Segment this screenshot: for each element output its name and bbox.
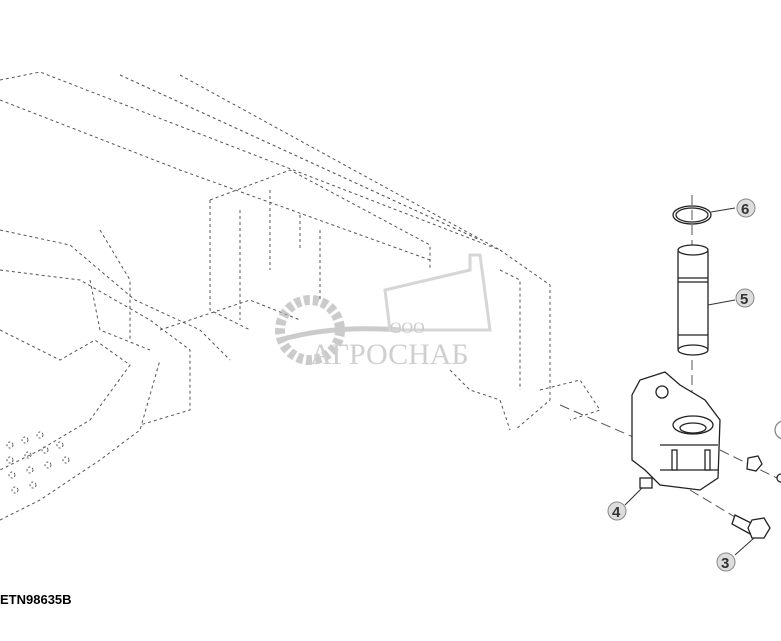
callouts: 6 5 4 3 xyxy=(607,198,756,572)
part-4-bracket xyxy=(631,371,721,491)
part-3-bolt xyxy=(731,514,771,539)
callout-5: 5 xyxy=(740,291,748,308)
part-5-pin xyxy=(677,244,709,356)
watermark-prefix: ООО xyxy=(390,320,425,337)
step-plate xyxy=(6,431,70,494)
agrosnab-watermark-logo: ООО АГРОСНАБ xyxy=(275,253,492,371)
nut xyxy=(746,420,781,483)
part-6-snap-ring xyxy=(672,205,712,225)
frame-drawing xyxy=(0,71,601,521)
callout-6: 6 xyxy=(741,201,749,218)
watermark-name: АГРОСНАБ xyxy=(310,338,469,371)
callout-3: 3 xyxy=(721,555,729,572)
figure-id: ETN98635B xyxy=(0,592,72,607)
callout-4: 4 xyxy=(612,504,621,521)
